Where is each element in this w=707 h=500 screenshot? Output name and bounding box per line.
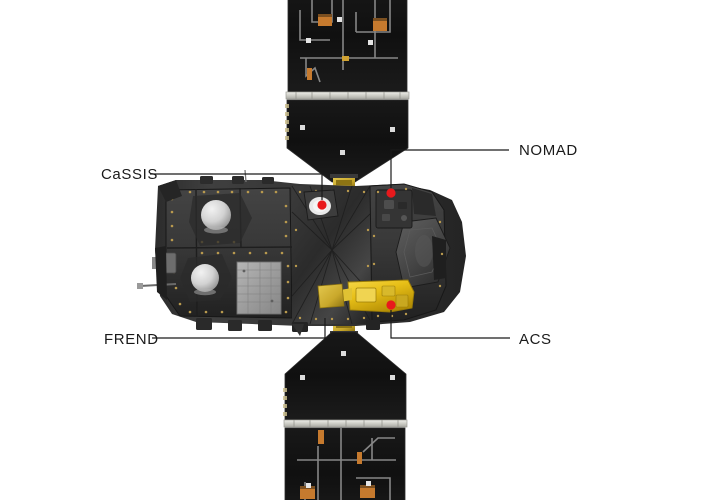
label-acs: ACS: [519, 331, 552, 348]
radiator-panel: [236, 261, 282, 315]
propellant-tank-lower: [180, 254, 232, 302]
label-frend: FREND: [104, 331, 159, 348]
array-connectors-bottom: [300, 430, 375, 499]
solar-array-bottom-hinge: [283, 419, 408, 428]
spacecraft-body: [137, 169, 466, 336]
propellant-tank-upper: [189, 193, 252, 246]
nomad-instrument-box: [375, 189, 413, 229]
array-standoffs-bottom: [306, 481, 371, 488]
callout-layer: CaSSIS NOMAD FREND ACS: [101, 142, 577, 348]
leader-line-cassis: [150, 173, 323, 200]
label-cassis: CaSSIS: [101, 166, 158, 183]
solar-panel-top-outer: [287, 0, 408, 93]
solar-array-top: [285, 0, 410, 188]
callout-nomad[interactable]: NOMAD: [386, 142, 577, 198]
solar-panel-bottom-inner: [283, 331, 407, 421]
solar-array-top-hinge: [285, 91, 410, 100]
acs-instrument: [340, 279, 415, 313]
solar-panel-top-inner: [285, 99, 409, 183]
marker-acs: [386, 300, 396, 310]
callout-frend[interactable]: FREND: [104, 318, 326, 348]
bolt-row-center: [294, 189, 370, 321]
leader-line-acs: [390, 310, 510, 339]
marker-nomad: [386, 188, 396, 198]
upper-brackets: [200, 169, 274, 184]
leader-line-frend: [152, 318, 326, 339]
array-standoffs-top: [306, 17, 373, 45]
solar-array-top-yoke: [330, 174, 358, 188]
lower-brackets: [196, 318, 380, 336]
callout-cassis[interactable]: CaSSIS: [101, 166, 327, 210]
solar-array-bottom: [283, 320, 408, 500]
solar-panel-bottom-outer: [284, 427, 406, 500]
right-deck: [369, 183, 451, 323]
gold-block-left: [317, 283, 345, 309]
left-deck: [137, 180, 293, 319]
leader-line-nomad: [390, 149, 509, 188]
label-nomad: NOMAD: [519, 142, 578, 159]
marker-cassis: [317, 200, 327, 210]
callout-acs[interactable]: ACS: [386, 300, 551, 348]
array-standoffs-bottom-inner: [300, 351, 395, 380]
array-standoffs-top-inner: [300, 125, 395, 155]
